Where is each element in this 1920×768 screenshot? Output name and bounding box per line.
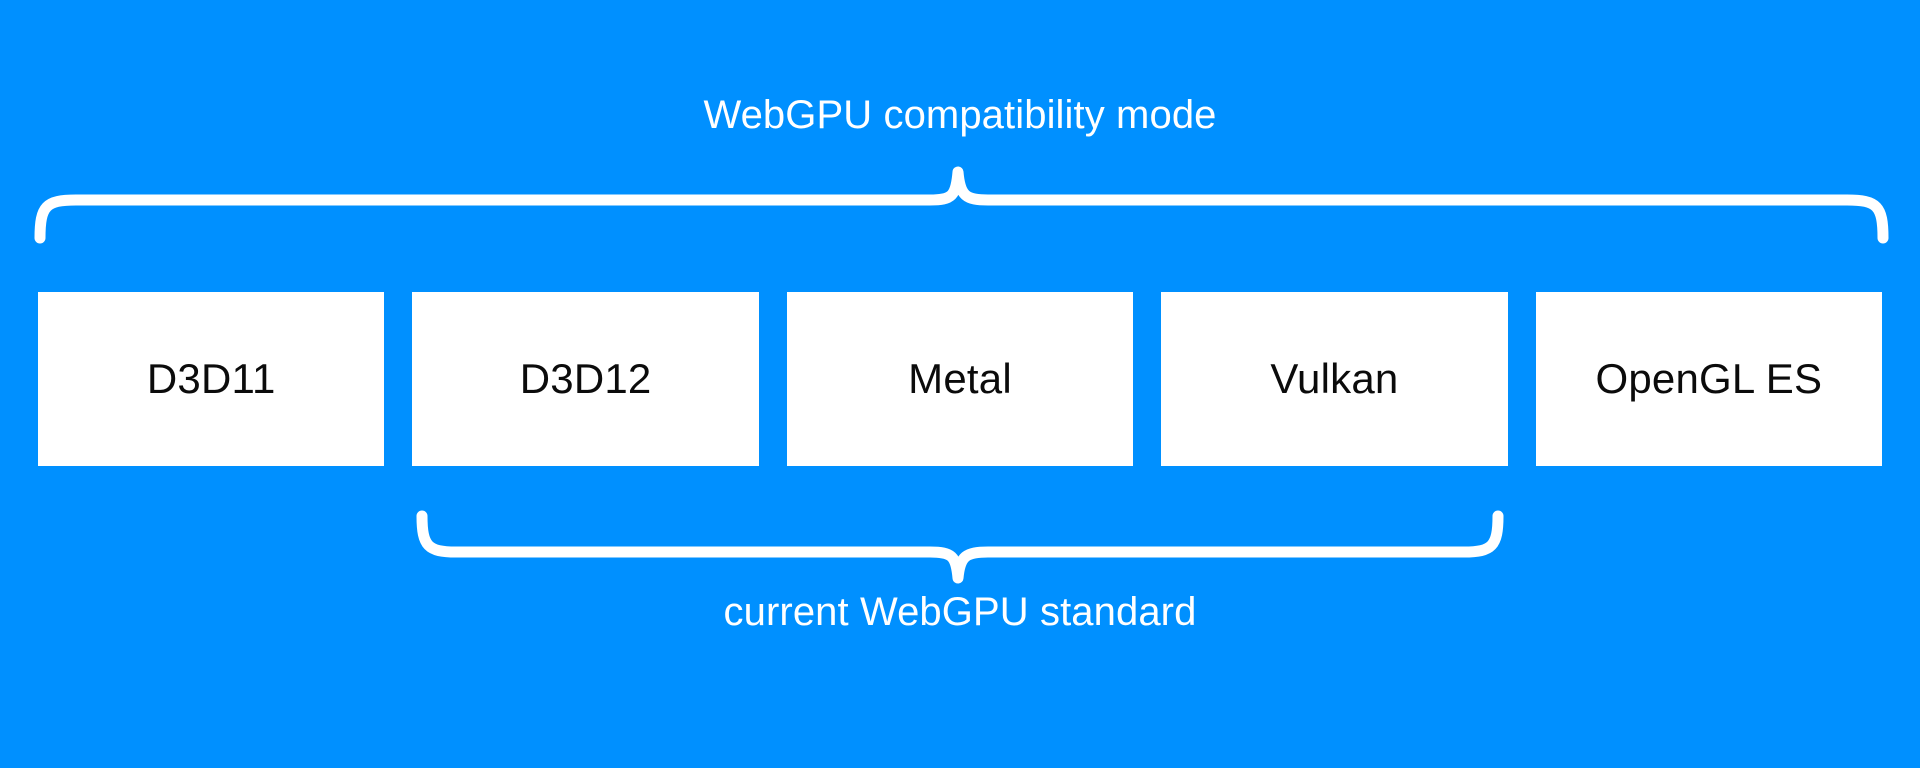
api-box-row: D3D11 D3D12 Metal Vulkan OpenGL ES bbox=[38, 292, 1883, 466]
api-box-opengl-es[interactable]: OpenGL ES bbox=[1535, 292, 1883, 466]
api-box-label: Vulkan bbox=[1270, 355, 1399, 402]
api-box-metal[interactable]: Metal bbox=[786, 292, 1134, 466]
api-box-d3d12[interactable]: D3D12 bbox=[412, 292, 759, 466]
api-box-d3d11[interactable]: D3D11 bbox=[38, 292, 385, 466]
bottom-brace bbox=[416, 510, 1504, 584]
api-box-label: Metal bbox=[908, 355, 1012, 402]
api-box-label: D3D11 bbox=[146, 355, 276, 402]
api-box-label: D3D12 bbox=[519, 355, 652, 402]
top-brace bbox=[34, 166, 1889, 244]
api-box-label: OpenGL ES bbox=[1595, 355, 1823, 402]
api-box-vulkan[interactable]: Vulkan bbox=[1161, 292, 1508, 466]
top-group-label: WebGPU compatibility mode bbox=[703, 93, 1217, 137]
bottom-group-label: current WebGPU standard bbox=[723, 590, 1197, 634]
